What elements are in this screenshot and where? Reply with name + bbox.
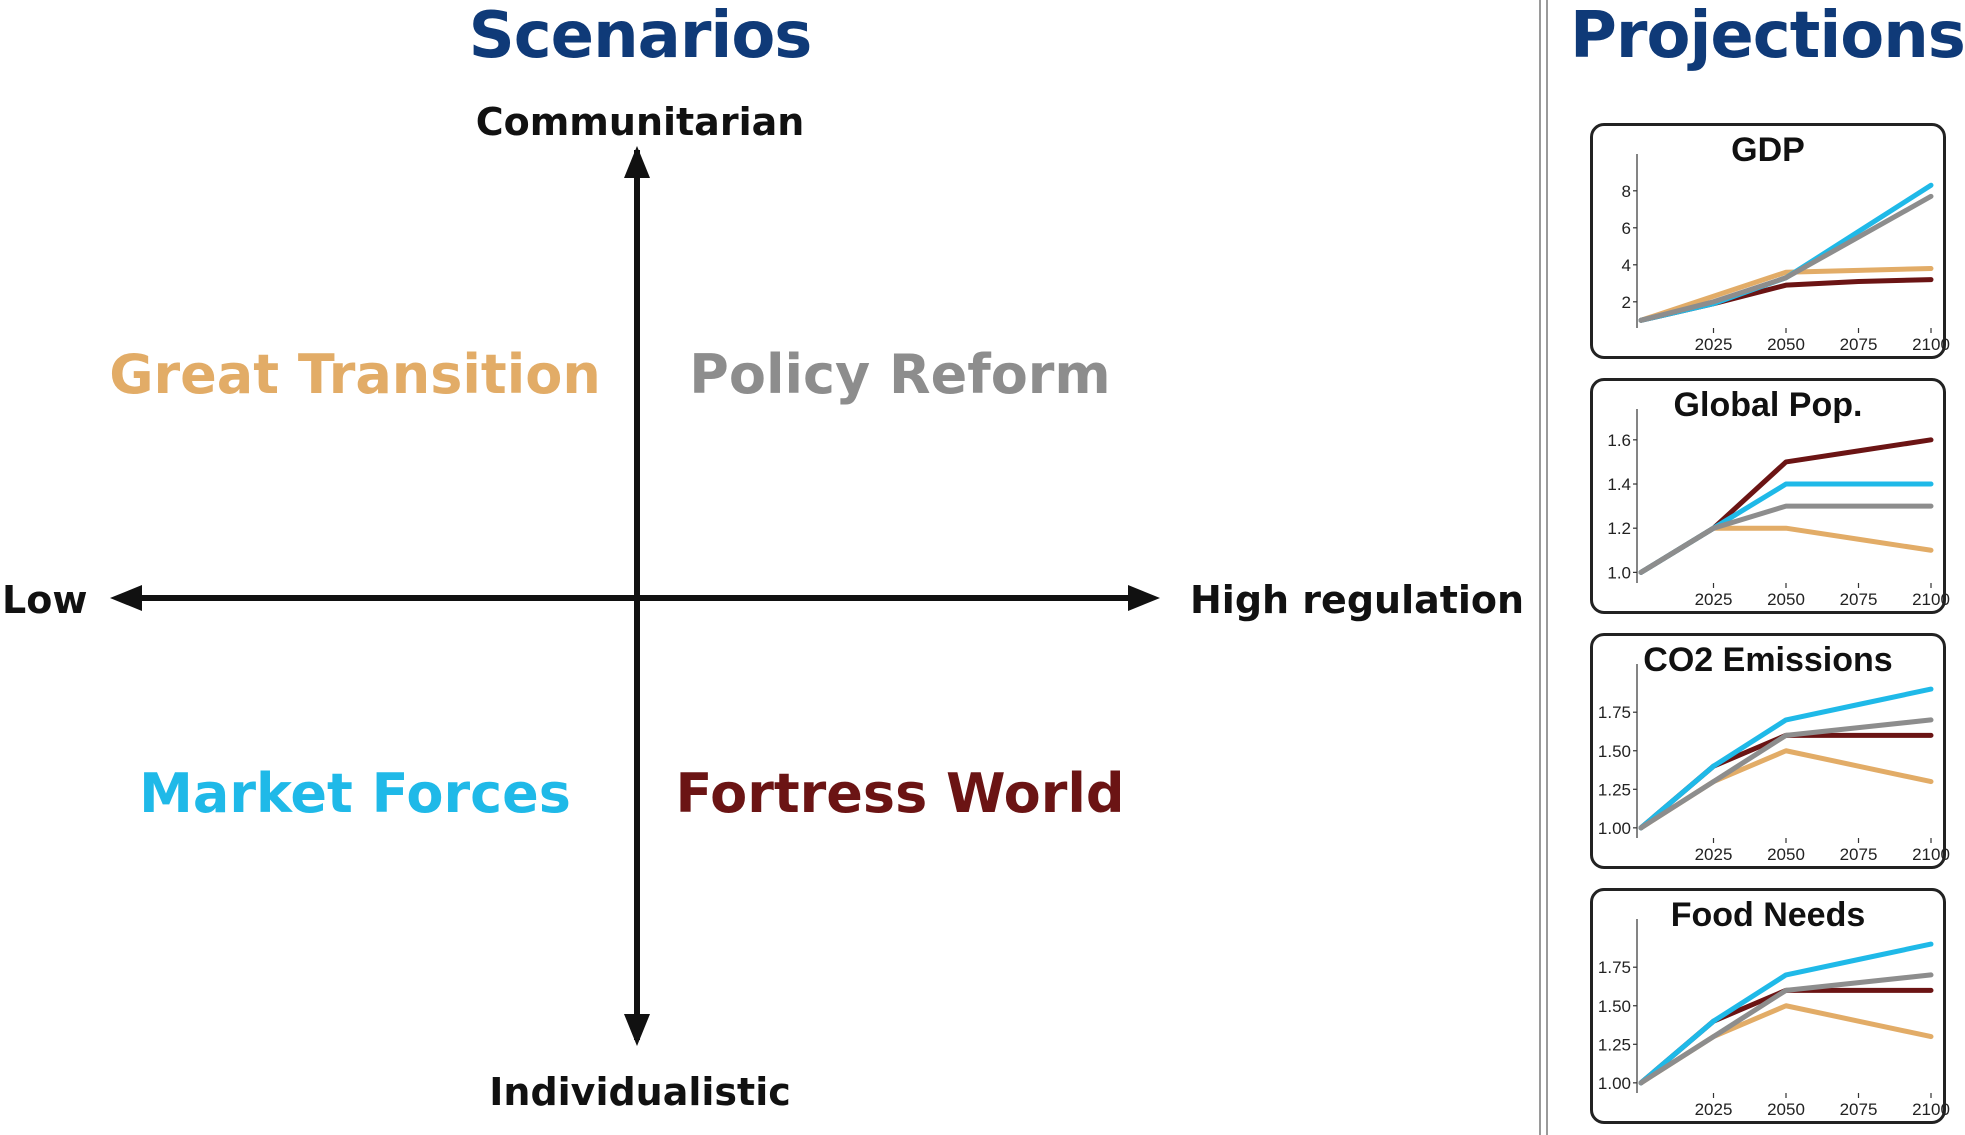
co2-chart: 1.00 1.25 1.50 1.75 2025 2050 2075 2100	[1598, 664, 1950, 864]
gdp-x-tick-label: 2075	[1840, 335, 1878, 354]
global-pop-x-tick-label: 2100	[1912, 590, 1950, 609]
panel-divider	[1539, 0, 1548, 1135]
scenario-axes	[110, 146, 1160, 1046]
global-pop-y-tick-label: 1.4	[1607, 475, 1631, 494]
food-needs-y-tick-label: 1.25	[1598, 1035, 1631, 1054]
axis-label-high-regulation: High regulation	[1190, 578, 1525, 622]
axis-label-communitarian: Communitarian	[475, 100, 805, 144]
food-needs-series-line-3	[1638, 972, 1934, 1086]
gdp-series-line-0	[1638, 266, 1934, 323]
down-arrowhead	[624, 1014, 650, 1046]
gdp-chart: 2 4 6 8 2025 2050 2075 2100	[1622, 154, 1950, 354]
food-needs-y-tick-label: 1.75	[1598, 958, 1631, 977]
gdp-x-tick-label: 2050	[1767, 335, 1805, 354]
population-chart: 1.0 1.2 1.4 1.6 2025 2050 2075 2100	[1607, 409, 1950, 609]
food-needs-chart: 1.00 1.25 1.50 1.75 2025 2050 2075 2100	[1598, 919, 1950, 1119]
global-pop-x-tick-label: 2050	[1767, 590, 1805, 609]
global-pop-x-tick-label: 2025	[1695, 590, 1733, 609]
co2-emissions-x-tick-label: 2075	[1840, 845, 1878, 864]
global-pop-y-tick-label: 1.0	[1607, 563, 1631, 582]
food-needs-x-tick-label: 2100	[1912, 1100, 1950, 1119]
co2-chart-title: CO2 Emissions	[1643, 641, 1893, 679]
scenario-fortress-world: Fortress World	[675, 762, 1125, 825]
food-needs-chart-title: Food Needs	[1670, 896, 1866, 934]
food-needs-x-tick-label: 2025	[1695, 1100, 1733, 1119]
food-needs-x-tick-label: 2075	[1840, 1100, 1878, 1119]
global-pop-x-tick-label: 2075	[1840, 590, 1878, 609]
projections-title: Projections	[1570, 0, 1965, 73]
food-needs-y-tick-label: 1.00	[1598, 1074, 1631, 1093]
global-pop-y-tick-label: 1.6	[1607, 431, 1631, 450]
axis-label-individualistic: Individualistic	[489, 1070, 791, 1114]
gdp-y-tick-label: 8	[1622, 182, 1631, 201]
co2-emissions-series-line-2	[1638, 686, 1934, 831]
gdp-chart-panel: 2 4 6 8 2025 2050 2075 2100 GDP	[1590, 123, 1950, 359]
population-chart-title: Global Pop.	[1673, 386, 1863, 424]
gdp-series-line-3	[1638, 193, 1934, 323]
gdp-x-tick-label: 2025	[1695, 335, 1733, 354]
gdp-y-tick-label: 4	[1622, 256, 1631, 275]
up-arrowhead	[624, 146, 650, 178]
left-arrowhead	[110, 585, 142, 611]
scenarios-title: Scenarios	[468, 0, 813, 73]
food-needs-y-tick-label: 1.50	[1598, 997, 1631, 1016]
co2-emissions-y-tick-label: 1.75	[1598, 703, 1631, 722]
co2-emissions-x-tick-label: 2025	[1695, 845, 1733, 864]
co2-emissions-series-line-3	[1638, 717, 1934, 831]
axis-label-low: Low	[2, 578, 88, 622]
food-needs-series-line-2	[1638, 941, 1934, 1086]
gdp-series-line-1	[1638, 277, 1934, 323]
gdp-chart-title: GDP	[1731, 131, 1805, 169]
co2-emissions-x-tick-label: 2100	[1912, 845, 1950, 864]
co2-emissions-x-tick-label: 2050	[1767, 845, 1805, 864]
gdp-y-tick-label: 2	[1622, 293, 1631, 312]
right-arrowhead	[1128, 585, 1160, 611]
scenario-policy-reform: Policy Reform	[689, 343, 1111, 406]
co2-emissions-y-tick-label: 1.25	[1598, 780, 1631, 799]
co2-emissions-y-tick-label: 1.00	[1598, 819, 1631, 838]
global-pop-series-line-3	[1638, 503, 1934, 575]
gdp-x-tick-label: 2100	[1912, 335, 1950, 354]
scenario-market-forces: Market Forces	[139, 762, 571, 825]
food-needs-chart-panel: 1.00 1.25 1.50 1.75 2025 2050 2075 2100 Food Ne…	[1590, 888, 1950, 1124]
scenarios-panel: Scenarios Communitarian Individualistic …	[2, 0, 1525, 1114]
global-pop-series-line-0	[1638, 525, 1934, 575]
co2-chart-panel: 1.00 1.25 1.50 1.75 2025 2050 2075 2100 CO2 Emi…	[1590, 633, 1950, 869]
gdp-series-line-2	[1638, 182, 1934, 323]
food-needs-x-tick-label: 2050	[1767, 1100, 1805, 1119]
global-pop-y-tick-label: 1.2	[1607, 519, 1631, 538]
scenario-great-transition: Great Transition	[109, 343, 601, 406]
population-chart-panel: 1.0 1.2 1.4 1.6 2025 2050 2075 2100 Global Pop.	[1590, 378, 1950, 614]
gdp-y-tick-label: 6	[1622, 219, 1631, 238]
co2-emissions-y-tick-label: 1.50	[1598, 742, 1631, 761]
